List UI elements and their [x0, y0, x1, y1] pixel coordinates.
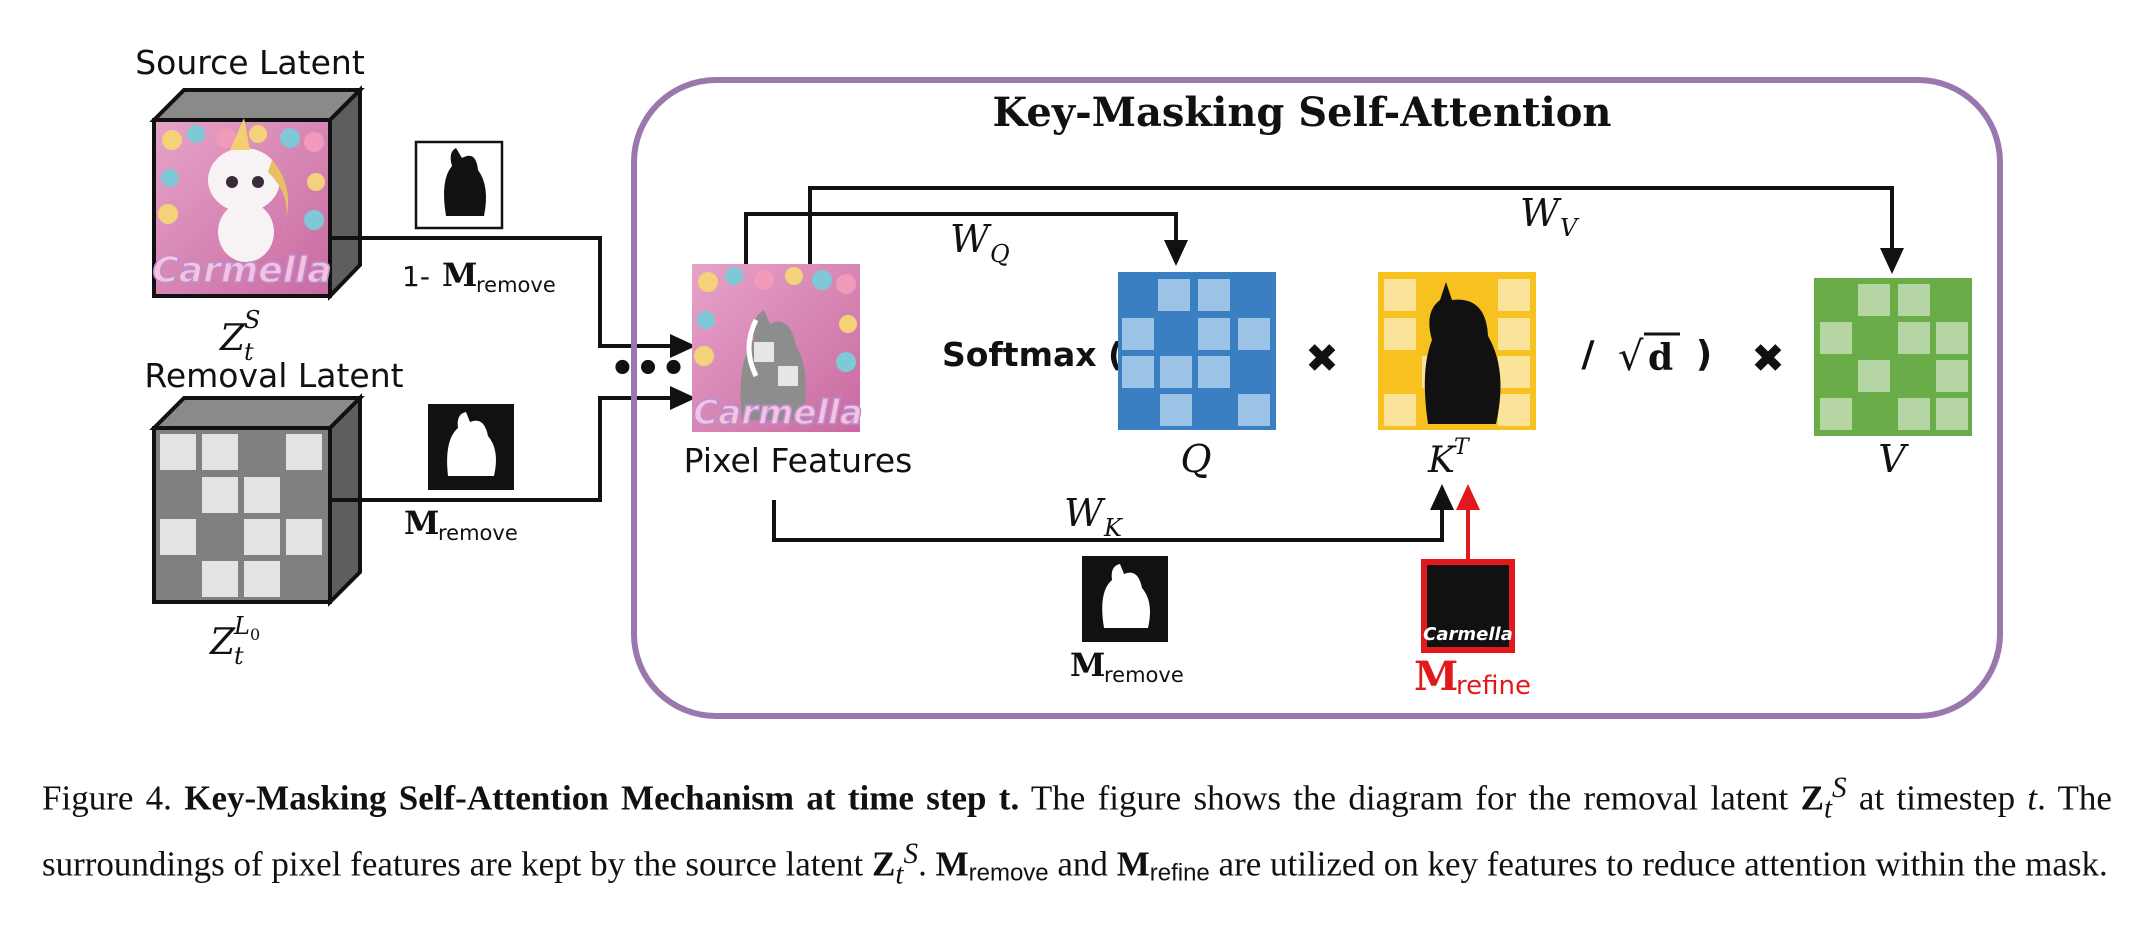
svg-text:Q: Q — [990, 240, 1010, 268]
svg-text:M: M — [1414, 653, 1458, 700]
svg-text:S: S — [244, 306, 260, 334]
removal-latent-grid — [160, 434, 322, 597]
removal-latent-label: Removal Latent — [144, 356, 403, 395]
svg-text:remove: remove — [1104, 663, 1184, 687]
divide-symbol: / — [1581, 334, 1595, 375]
sqrt-d: √ d — [1618, 332, 1680, 380]
svg-text:0: 0 — [250, 625, 260, 644]
source-latent-label: Source Latent — [135, 43, 365, 82]
remove-mask-thumbnail-bottom — [1082, 556, 1168, 642]
k-transpose-label: K T — [1427, 435, 1471, 481]
m-remove-label-left: M remove — [404, 504, 518, 545]
wk-label: W K — [1064, 491, 1124, 542]
svg-text:Z: Z — [219, 318, 246, 359]
wq-label: W Q — [950, 217, 1010, 268]
svg-text:M: M — [404, 504, 439, 542]
svg-text:M: M — [442, 256, 477, 294]
pixel-features-label: Pixel Features — [684, 441, 913, 480]
svg-text:1-: 1- — [402, 260, 430, 293]
removal-latent-symbol: Z t L 0 — [209, 612, 260, 670]
svg-text:V: V — [1560, 214, 1580, 242]
svg-text:t: t — [234, 642, 244, 670]
wv-arrow — [808, 186, 1904, 274]
q-label: Q — [1180, 437, 1211, 481]
refine-mask-thumbnail: Carmella — [1421, 559, 1515, 653]
svg-text:d: d — [1648, 337, 1673, 379]
times-symbol-1: ✖ — [1305, 336, 1339, 382]
k-matrix — [1378, 272, 1536, 430]
one-minus-m-remove-label: 1- M remove — [402, 256, 556, 297]
panel-title: Key-Masking Self-Attention — [993, 89, 1612, 136]
svg-text:t: t — [244, 338, 254, 366]
inverse-mask-thumbnail — [414, 140, 504, 230]
svg-text:refine: refine — [1456, 671, 1531, 701]
svg-text:Z: Z — [209, 622, 236, 663]
v-label: V — [1878, 437, 1909, 481]
latent-to-pixel-arrows — [330, 236, 696, 502]
flower-frame-source — [158, 125, 325, 230]
caption-title: Key-Masking Self-Attention Mechanism at … — [184, 778, 1020, 818]
svg-text:√: √ — [1618, 334, 1644, 380]
softmax-label: Softmax ( — [942, 335, 1123, 374]
svg-text:W: W — [1520, 191, 1562, 235]
svg-text:W: W — [950, 217, 992, 261]
svg-text:Carmella: Carmella — [693, 393, 862, 433]
svg-text:Carmella: Carmella — [1423, 624, 1513, 645]
m-remove-label-bottom: M remove — [1070, 646, 1184, 687]
source-latent-symbol: Z t S — [219, 306, 260, 366]
close-paren: ) — [1696, 334, 1712, 375]
q-matrix — [1118, 272, 1276, 430]
figure-caption: Figure 4. Key-Masking Self-Attention Mec… — [42, 772, 2112, 891]
carmella-text-source: Carmella — [152, 250, 331, 291]
times-symbol-2: ✖ — [1751, 336, 1785, 382]
figure-diagram: Source Latent Carmella Z t S Removal La — [135, 43, 2003, 719]
caption-figure-number: Figure 4. — [42, 778, 172, 818]
removal-latent-cube: Removal Latent Z t L 0 — [144, 356, 403, 670]
wv-label: W V — [1520, 191, 1580, 242]
pixel-features-image: Carmella — [692, 264, 863, 434]
svg-text:T: T — [1454, 435, 1471, 460]
svg-text:K: K — [1103, 514, 1124, 542]
wq-arrow — [744, 212, 1188, 266]
svg-text:L: L — [233, 612, 250, 640]
wk-arrow — [772, 484, 1454, 542]
v-matrix — [1814, 278, 1972, 436]
svg-text:W: W — [1064, 491, 1106, 535]
attention-panel-border — [631, 77, 2003, 719]
svg-text:K: K — [1427, 440, 1457, 481]
unicorn-image-source — [208, 118, 289, 262]
m-refine-label: M refine — [1414, 653, 1531, 701]
svg-text:remove: remove — [438, 521, 518, 545]
remove-mask-thumbnail-left — [428, 404, 514, 490]
svg-text:M: M — [1070, 646, 1105, 684]
svg-text:remove: remove — [476, 273, 556, 297]
ellipsis-dots: ••• — [610, 346, 687, 392]
source-latent-cube: Source Latent Carmella Z t S — [135, 43, 365, 366]
